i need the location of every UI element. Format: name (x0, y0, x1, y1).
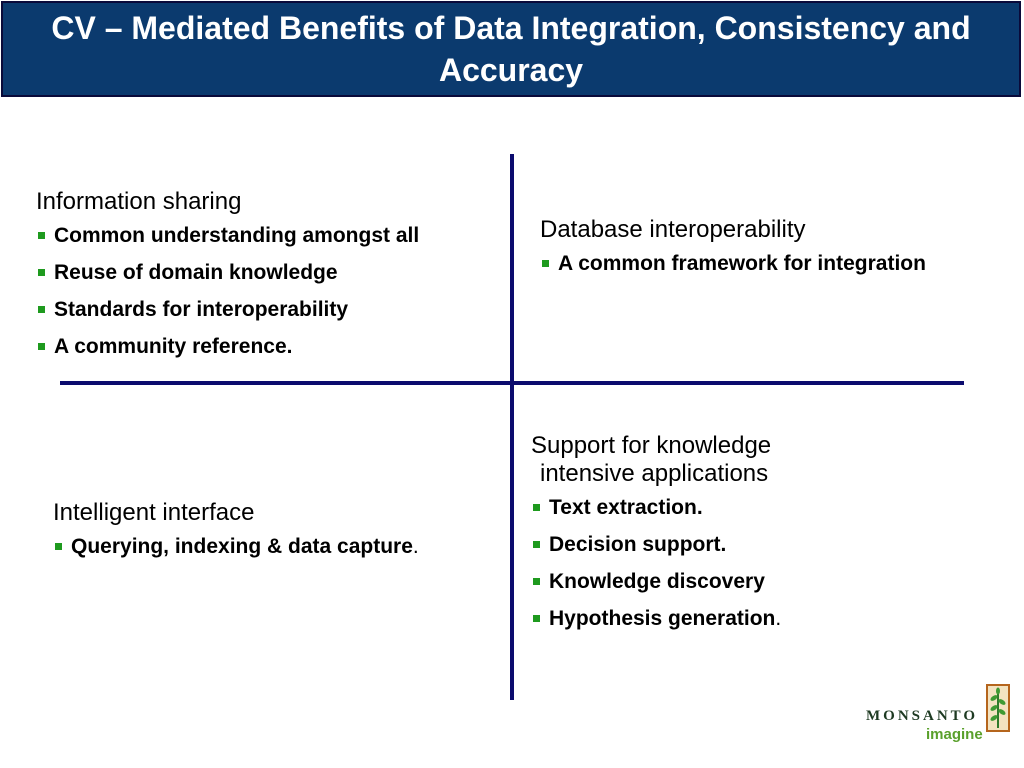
quadrant-heading: Database interoperability (540, 216, 806, 243)
list-item-text: Querying, indexing & data capture (71, 535, 413, 558)
wheat-plant-icon (986, 684, 1010, 732)
list-item: Hypothesis generation. (531, 607, 781, 631)
vertical-divider (510, 154, 514, 700)
horizontal-divider (60, 381, 964, 385)
square-bullet-icon (533, 578, 540, 585)
list-item: Reuse of domain knowledge (36, 261, 419, 285)
square-bullet-icon (38, 232, 45, 239)
quadrant-information-sharing: Information sharing Common understanding… (36, 188, 419, 372)
title-bar: CV – Mediated Benefits of Data Integrati… (1, 1, 1021, 97)
square-bullet-icon (533, 504, 540, 511)
square-bullet-icon (38, 306, 45, 313)
square-bullet-icon (542, 260, 549, 267)
square-bullet-icon (55, 543, 62, 550)
list-item-text: A common framework for integration (558, 252, 926, 275)
list-item-suffix: . (412, 535, 419, 558)
list-item-text: A community reference. (54, 335, 293, 358)
list-item: Decision support. (531, 533, 781, 557)
square-bullet-icon (533, 615, 540, 622)
bullet-list: Querying, indexing & data capture. (53, 535, 419, 559)
quadrant-heading-line2: intensive applications (540, 460, 769, 487)
list-item: Text extraction. (531, 496, 781, 520)
list-item-text: Reuse of domain knowledge (54, 261, 338, 284)
list-item: A common framework for integration (540, 252, 926, 276)
bullet-list: Text extraction. Decision support. Knowl… (531, 496, 781, 631)
list-item-text: Text extraction. (549, 496, 703, 519)
list-item-text: Decision support. (549, 533, 727, 556)
logo-tagline: imagine (926, 726, 983, 743)
logo-wordmark: MONSANTO (866, 708, 979, 724)
list-item: Querying, indexing & data capture. (53, 535, 419, 559)
list-item-text: Standards for interoperability (54, 298, 349, 321)
quadrant-database-interoperability: Database interoperability A common frame… (540, 216, 926, 289)
list-item-text: Hypothesis generation (549, 607, 776, 630)
quadrant-knowledge-applications: Support for knowledge intensive applicat… (531, 432, 781, 644)
list-item-text: Knowledge discovery (549, 570, 765, 593)
list-item-suffix: . (775, 607, 782, 630)
square-bullet-icon (533, 541, 540, 548)
bullet-list: A common framework for integration (540, 252, 926, 276)
square-bullet-icon (38, 343, 45, 350)
bullet-list: Common understanding amongst all Reuse o… (36, 224, 419, 359)
quadrant-intelligent-interface: Intelligent interface Querying, indexing… (53, 499, 419, 572)
slide-title: CV – Mediated Benefits of Data Integrati… (51, 10, 971, 88)
list-item-text: Common understanding amongst all (54, 224, 420, 247)
quadrant-heading: Intelligent interface (53, 499, 255, 526)
list-item: Knowledge discovery (531, 570, 781, 594)
square-bullet-icon (38, 269, 45, 276)
list-item: Standards for interoperability (36, 298, 419, 322)
quadrant-heading-line1: Support for knowledge (531, 432, 772, 459)
monsanto-logo: MONSANTO imagine (862, 684, 1012, 748)
list-item: A community reference. (36, 335, 419, 359)
list-item: Common understanding amongst all (36, 224, 419, 248)
quadrant-heading: Information sharing (36, 188, 242, 215)
